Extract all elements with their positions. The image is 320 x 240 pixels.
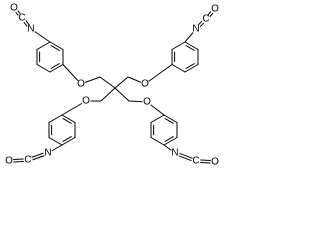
lower-right-isocyanate-oxygen-atom: O bbox=[210, 157, 220, 168]
lower-left-isocyanate-carbon-atom-backdrop bbox=[23, 155, 33, 165]
upper-right-isocyanate-carbon-atom-symbol: C bbox=[202, 14, 209, 25]
upper-right-isocyanate-carbon-atom-backdrop bbox=[201, 14, 211, 24]
upper-right-isocyanate-oxygen-atom-backdrop bbox=[210, 4, 220, 14]
upper-right-isocyanate-nitrogen-atom: N bbox=[191, 24, 201, 35]
lower-left-ring-double-bond bbox=[62, 136, 72, 142]
upper-right-ring-double-bond bbox=[185, 45, 195, 51]
lower-left-ring-bond bbox=[61, 137, 76, 146]
lower-left-ether-oxygen-atom-symbol: O bbox=[82, 96, 90, 107]
upper-left-ring-double-bond bbox=[50, 63, 60, 69]
upper-right-isocyanate-oxygen-atom-symbol: O bbox=[211, 4, 219, 15]
upper-left-ether-oxygen-atom: O bbox=[76, 79, 86, 90]
upper-left-isocyanate-oxygen-atom-backdrop bbox=[9, 3, 19, 13]
lower-left-ring-bond bbox=[61, 114, 76, 123]
upper-right-ring-bond bbox=[171, 41, 186, 50]
upper-left-ether-oxygen-atom-symbol: O bbox=[77, 79, 85, 90]
arm-lower-left-bond bbox=[100, 87, 116, 102]
upper-left-isocyanate-oxygen-atom: O bbox=[9, 3, 19, 14]
upper-left-ring-bond bbox=[36, 41, 51, 50]
lower-left-ether-oxygen-atom: O bbox=[81, 96, 91, 107]
lower-right-isocyanate-carbon-atom-symbol: C bbox=[192, 156, 199, 167]
upper-right-ether-oxygen-atom-backdrop bbox=[140, 79, 150, 89]
upper-left-isocyanate-carbon-atom-symbol: C bbox=[18, 13, 25, 24]
lower-right-isocyanate-oxygen-atom-backdrop bbox=[210, 157, 220, 167]
upper-right-isocyanate-nitrogen-atom-backdrop bbox=[191, 24, 201, 34]
lower-right-isocyanate-nitrogen-atom: N bbox=[170, 148, 180, 159]
upper-left-isocyanate-nitrogen-atom-backdrop bbox=[26, 24, 36, 34]
lower-right-ether-oxygen-atom: O bbox=[142, 97, 152, 108]
lower-left-isocyanate-nitrogen-atom-backdrop bbox=[43, 148, 53, 158]
lower-left-ring-bond bbox=[48, 137, 63, 146]
lower-left-isocyanate-oxygen-atom-backdrop bbox=[4, 156, 14, 166]
upper-right-isocyanate-nitrogen-atom-symbol: N bbox=[192, 24, 199, 35]
arm-upper-right-bond bbox=[114, 76, 129, 89]
lower-right-isocyanate-carbon-atom-backdrop bbox=[191, 156, 201, 166]
upper-left-isocyanate-nitrogen-atom-symbol: N bbox=[27, 24, 34, 35]
upper-right-ring-bond bbox=[184, 41, 199, 50]
lower-right-isocyanate-nitrogen-atom-backdrop bbox=[170, 148, 180, 158]
lower-right-ether-oxygen-atom-backdrop bbox=[142, 97, 152, 107]
upper-left-isocyanate-oxygen-atom-symbol: O bbox=[10, 3, 18, 14]
lower-right-ring-bond bbox=[163, 114, 178, 123]
upper-right-ether-oxygen-atom-symbol: O bbox=[141, 79, 149, 90]
upper-left-ring-bond bbox=[49, 64, 64, 73]
upper-left-isocyanate-carbon-atom-backdrop bbox=[17, 13, 27, 23]
lower-right-ring-bond bbox=[150, 114, 165, 123]
lower-right-ring-bond bbox=[150, 137, 165, 146]
arm-upper-left-bond bbox=[99, 76, 116, 89]
upper-right-ring-o-bond bbox=[144, 64, 173, 85]
lower-left-ring-double-bond bbox=[62, 118, 72, 124]
upper-left-isocyanate-nitrogen-atom: N bbox=[26, 24, 36, 35]
upper-right-ring-bond bbox=[184, 64, 199, 73]
lower-right-ring-double-bond bbox=[164, 118, 174, 124]
upper-left-ring-bond bbox=[36, 64, 51, 73]
lower-left-isocyanate-carbon-atom-symbol: C bbox=[24, 155, 31, 166]
lower-left-ring-bond bbox=[48, 114, 63, 123]
lower-right-ring-bond bbox=[163, 137, 178, 146]
lower-right-isocyanate-carbon-atom: C bbox=[191, 156, 201, 167]
lower-left-isocyanate-carbon-atom: C bbox=[23, 155, 33, 166]
lower-left-isocyanate-nitrogen-atom-symbol: N bbox=[44, 148, 51, 159]
lower-right-isocyanate-nitrogen-atom-symbol: N bbox=[171, 148, 178, 159]
upper-left-ring-bond bbox=[49, 41, 64, 50]
bond-layer bbox=[8, 6, 217, 164]
upper-right-isocyanate-oxygen-atom: O bbox=[210, 4, 220, 15]
upper-left-ether-oxygen-atom-backdrop bbox=[76, 79, 86, 89]
upper-right-ether-oxygen-atom: O bbox=[140, 79, 150, 90]
lower-right-ring-double-bond bbox=[164, 136, 174, 142]
lower-left-ring-o-bond bbox=[61, 100, 87, 116]
lower-right-ether-oxygen-atom-symbol: O bbox=[143, 97, 151, 108]
lower-left-ether-oxygen-atom-backdrop bbox=[81, 96, 91, 106]
upper-right-ring-double-bond bbox=[185, 63, 195, 69]
upper-right-ring-bond bbox=[171, 64, 186, 73]
lower-left-isocyanate-oxygen-atom: O bbox=[4, 156, 14, 167]
upper-left-isocyanate-carbon-atom: C bbox=[17, 13, 27, 24]
arm-lower-right-bond bbox=[114, 87, 130, 102]
upper-left-ring-double-bond bbox=[50, 45, 60, 51]
upper-right-isocyanate-carbon-atom: C bbox=[201, 14, 211, 25]
lower-right-isocyanate-oxygen-atom-symbol: O bbox=[211, 157, 219, 168]
lower-left-isocyanate-oxygen-atom-symbol: O bbox=[5, 156, 13, 167]
lower-left-isocyanate-nitrogen-atom: N bbox=[43, 148, 53, 159]
